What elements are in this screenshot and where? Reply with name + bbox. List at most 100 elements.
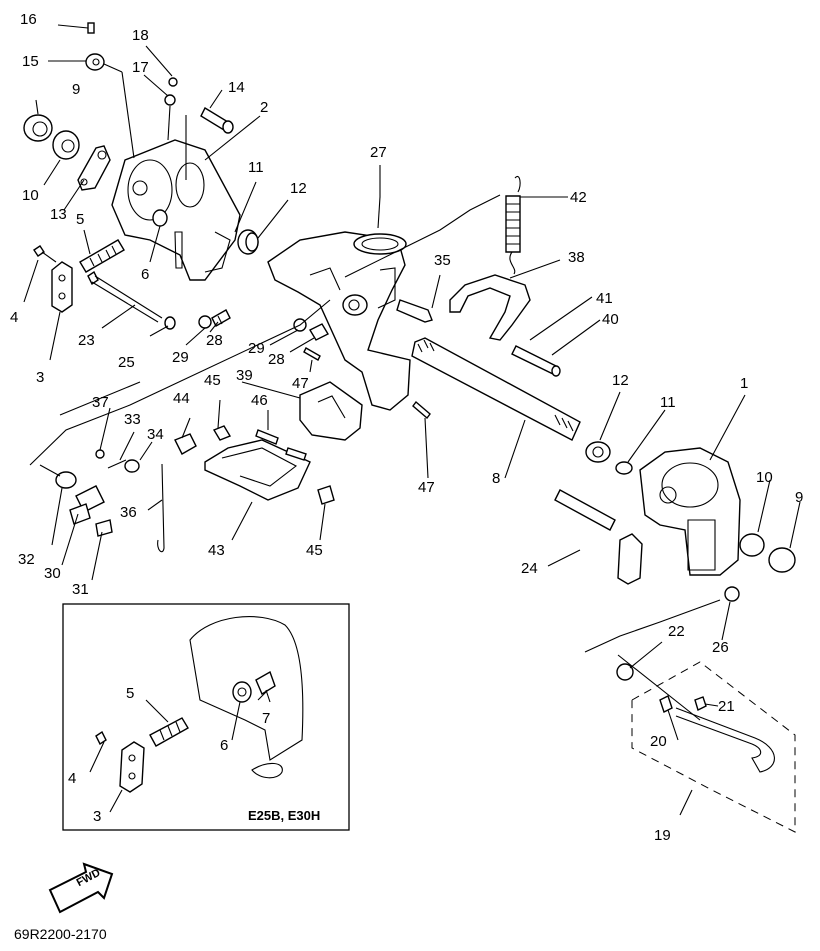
callout-30: 30: [44, 565, 61, 582]
part-19-cable-kit: [631, 661, 796, 833]
part-6-washer: [152, 209, 168, 227]
fwd-arrow-icon: [48, 862, 114, 914]
leader-lines: [23, 24, 801, 816]
callout-47-b: 47: [418, 479, 435, 496]
part-33-34-36-37-spring: [95, 449, 165, 553]
part-17-18-grease-nipple: [164, 77, 178, 141]
part-26-nut: [724, 586, 740, 602]
diagram-code: 69R2200-2170: [14, 926, 107, 942]
part-25-28-29-fittings-left: [164, 309, 231, 330]
part-44-block: [174, 433, 197, 455]
part-10-washer: [52, 130, 80, 160]
part-10-9-nut-right: [739, 533, 796, 573]
callout-24: 24: [521, 560, 538, 577]
callout-41: 41: [596, 290, 613, 307]
part-45-bolts: [212, 425, 335, 505]
callout-25: 25: [118, 354, 135, 371]
callout-26: 26: [712, 639, 729, 656]
part-43-lever: [204, 439, 311, 501]
callout-46: 46: [251, 392, 268, 409]
callout-13: 13: [50, 206, 67, 223]
callout-21: 21: [718, 698, 735, 715]
callout-28-b: 28: [268, 351, 285, 368]
part-4-bolt-left: [33, 245, 57, 263]
callout-6: 6: [141, 266, 150, 283]
callout-44: 44: [173, 390, 190, 407]
callout-27: 27: [370, 144, 387, 161]
callout-2: 2: [260, 99, 269, 116]
part-38-stopper: [449, 274, 531, 341]
part-12-11-bushing-right: [585, 441, 633, 475]
callout-16: 16: [20, 11, 37, 28]
callout-4-inset: 4: [68, 770, 77, 787]
part-8-shaft: [411, 337, 581, 441]
callout-6-inset: 6: [220, 737, 229, 754]
callout-9: 9: [72, 81, 81, 98]
callout-5: 5: [76, 211, 85, 228]
callout-38: 38: [568, 249, 585, 266]
part-14-pin: [185, 107, 234, 180]
callout-28: 28: [206, 332, 223, 349]
part-24-pin: [554, 489, 616, 531]
part-47-pins: [303, 347, 431, 420]
part-22-nut: [616, 663, 634, 681]
callout-45: 45: [204, 372, 221, 389]
callout-45-b: 45: [306, 542, 323, 559]
right-clamp-bracket: [639, 447, 741, 576]
callout-36: 36: [120, 504, 137, 521]
callout-4: 4: [10, 309, 19, 326]
callout-1: 1: [740, 375, 749, 392]
callout-5-inset: 5: [126, 685, 135, 702]
callout-37: 37: [92, 394, 109, 411]
part-32-30-31-assembly: [55, 471, 113, 537]
callout-43: 43: [208, 542, 225, 559]
part-46-springs: [255, 429, 307, 461]
part-23-through-bolt: [87, 270, 163, 323]
part-5-spring-left: [79, 239, 125, 273]
callout-14: 14: [228, 79, 245, 96]
callout-42: 42: [570, 189, 587, 206]
part-42-spring: [505, 176, 521, 275]
callout-3: 3: [36, 369, 45, 386]
callout-23: 23: [78, 332, 95, 349]
inset-box: [62, 603, 350, 831]
callout-9-b: 9: [795, 489, 804, 506]
callout-20: 20: [650, 733, 667, 750]
left-clamp-bracket: [111, 139, 241, 281]
callout-39: 39: [236, 367, 253, 384]
part-39-bracket: [299, 381, 363, 441]
callout-33: 33: [124, 411, 141, 428]
callout-12-b: 12: [612, 372, 629, 389]
callout-10: 10: [22, 187, 39, 204]
callout-11-b: 11: [660, 394, 676, 411]
swivel-bracket: [267, 231, 411, 411]
callout-15: 15: [22, 53, 39, 70]
part-35-bolt: [396, 299, 433, 323]
callout-18: 18: [132, 27, 149, 44]
part-11-12-bushing-left: [237, 229, 259, 255]
callout-11: 11: [248, 159, 264, 176]
part-29-28-fittings-right: [293, 318, 329, 341]
callout-34: 34: [147, 426, 164, 443]
callout-40: 40: [602, 311, 619, 328]
part-16-pin: [87, 22, 95, 34]
part-13-plate: [77, 145, 111, 191]
callout-7-inset: 7: [262, 710, 271, 727]
part-27-bushing: [377, 196, 381, 229]
callout-31: 31: [72, 581, 89, 598]
callout-29: 29: [172, 349, 189, 366]
callout-3-inset: 3: [93, 808, 102, 825]
part-40-pin: [511, 345, 561, 377]
callout-17: 17: [132, 59, 149, 76]
part-3-lever-left: [51, 261, 73, 313]
callout-10-b: 10: [756, 469, 773, 486]
inset-caption: E25B, E30H: [248, 808, 321, 823]
callout-29-b: 29: [248, 340, 265, 357]
callout-47: 47: [292, 375, 309, 392]
callout-32: 32: [18, 551, 35, 568]
callout-8: 8: [492, 470, 501, 487]
callout-12: 12: [290, 180, 307, 197]
part-9-nut: [23, 114, 53, 142]
callout-35: 35: [434, 252, 451, 269]
